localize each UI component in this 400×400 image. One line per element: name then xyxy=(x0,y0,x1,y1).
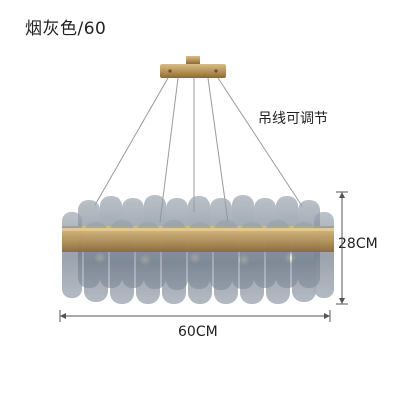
width-dimension-line xyxy=(59,310,331,322)
width-dimension-label: 60CM xyxy=(178,324,218,340)
variant-title: 烟灰色/60 xyxy=(25,19,107,39)
brass-ring-band xyxy=(62,228,334,252)
height-dimension-label: 28CM xyxy=(338,236,378,252)
adjustable-wire-note: 吊线可调节 xyxy=(258,111,328,127)
ceiling-canopy xyxy=(160,56,226,78)
height-dimension-line xyxy=(336,191,348,305)
